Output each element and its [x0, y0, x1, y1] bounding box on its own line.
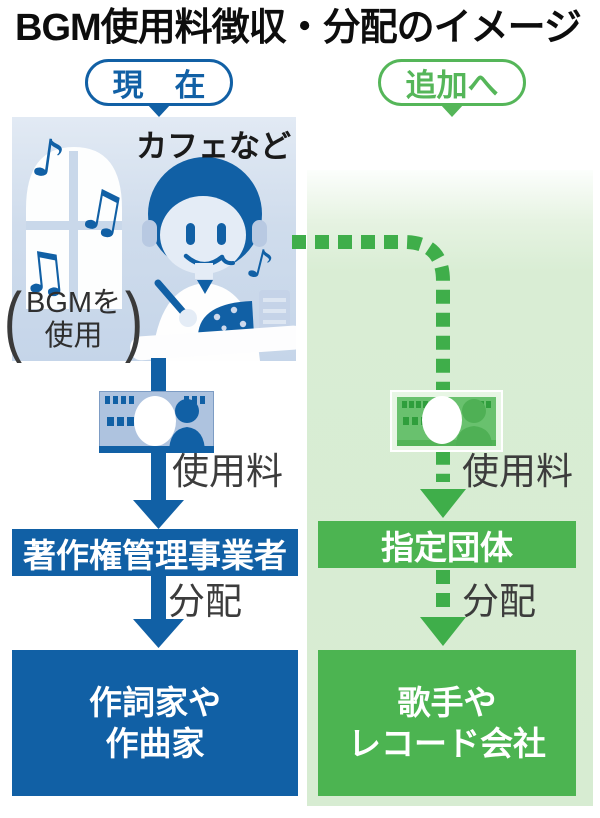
music-note-icon: ♫ — [15, 238, 72, 308]
recipients-addition-line1: 歌手や — [397, 684, 497, 721]
open-paren: ( — [3, 276, 23, 364]
table — [130, 325, 305, 361]
distribute-label-addition: 分配 — [462, 581, 536, 622]
face — [160, 196, 246, 274]
recipients-box-current: 作詞家や 作曲家 — [12, 650, 298, 796]
collector-banner-current: 著作権管理事業者 — [12, 529, 298, 576]
fee-label-current: 使用料 — [172, 451, 283, 492]
label-current-text: 現 在 — [112, 68, 206, 103]
recipients-current-line1: 作詞家や — [89, 684, 221, 721]
label-addition-text: 追加へ — [405, 68, 499, 103]
cafe-scene: ♪ ♫ ♫ ♪ — [12, 117, 305, 361]
bgm-note-line1: BGMを — [25, 287, 122, 319]
food-plate-icon — [198, 301, 254, 335]
smile — [220, 255, 235, 266]
music-note-icon: ♫ — [72, 175, 133, 248]
fee-label-addition: 使用料 — [462, 451, 573, 492]
cafe-caption: カフェなど — [136, 129, 291, 164]
bgm-note-line2: 使用 — [44, 320, 103, 352]
label-current-pill: 現 在 — [85, 59, 233, 106]
recipients-box-addition: 歌手や レコード会社 — [318, 650, 576, 796]
pen-icon — [154, 279, 188, 317]
collector-banner-addition: 指定団体 — [318, 521, 576, 568]
cafe-customer-illustration — [130, 157, 305, 361]
eye — [217, 223, 226, 245]
banknote-blue-icon — [99, 391, 214, 458]
neck — [195, 263, 213, 279]
headphone-icon — [142, 220, 157, 247]
bgm-usage-note: ( BGMを 使用 ) — [0, 276, 147, 364]
headphone-icon — [252, 220, 267, 247]
addition-pill-pointer — [440, 104, 464, 117]
banknote-green-icon — [390, 390, 503, 457]
cafe-illustration: ♪ ♫ ♫ ♪ — [15, 127, 305, 361]
recipients-addition-line2: レコード会社 — [348, 725, 546, 762]
current-pill-pointer — [147, 104, 171, 117]
page-title: BGM使用料徴収・分配のイメージ — [15, 7, 582, 49]
close-paren: ) — [124, 276, 144, 364]
distribute-label-current: 分配 — [168, 581, 242, 622]
recipients-current-line2: 作曲家 — [105, 725, 205, 762]
window-icon — [26, 147, 122, 309]
hand — [179, 309, 197, 327]
eye — [186, 223, 195, 245]
music-note-icon: ♪ — [28, 127, 69, 191]
label-addition-pill: 追加へ — [378, 59, 526, 106]
collar — [197, 280, 213, 294]
